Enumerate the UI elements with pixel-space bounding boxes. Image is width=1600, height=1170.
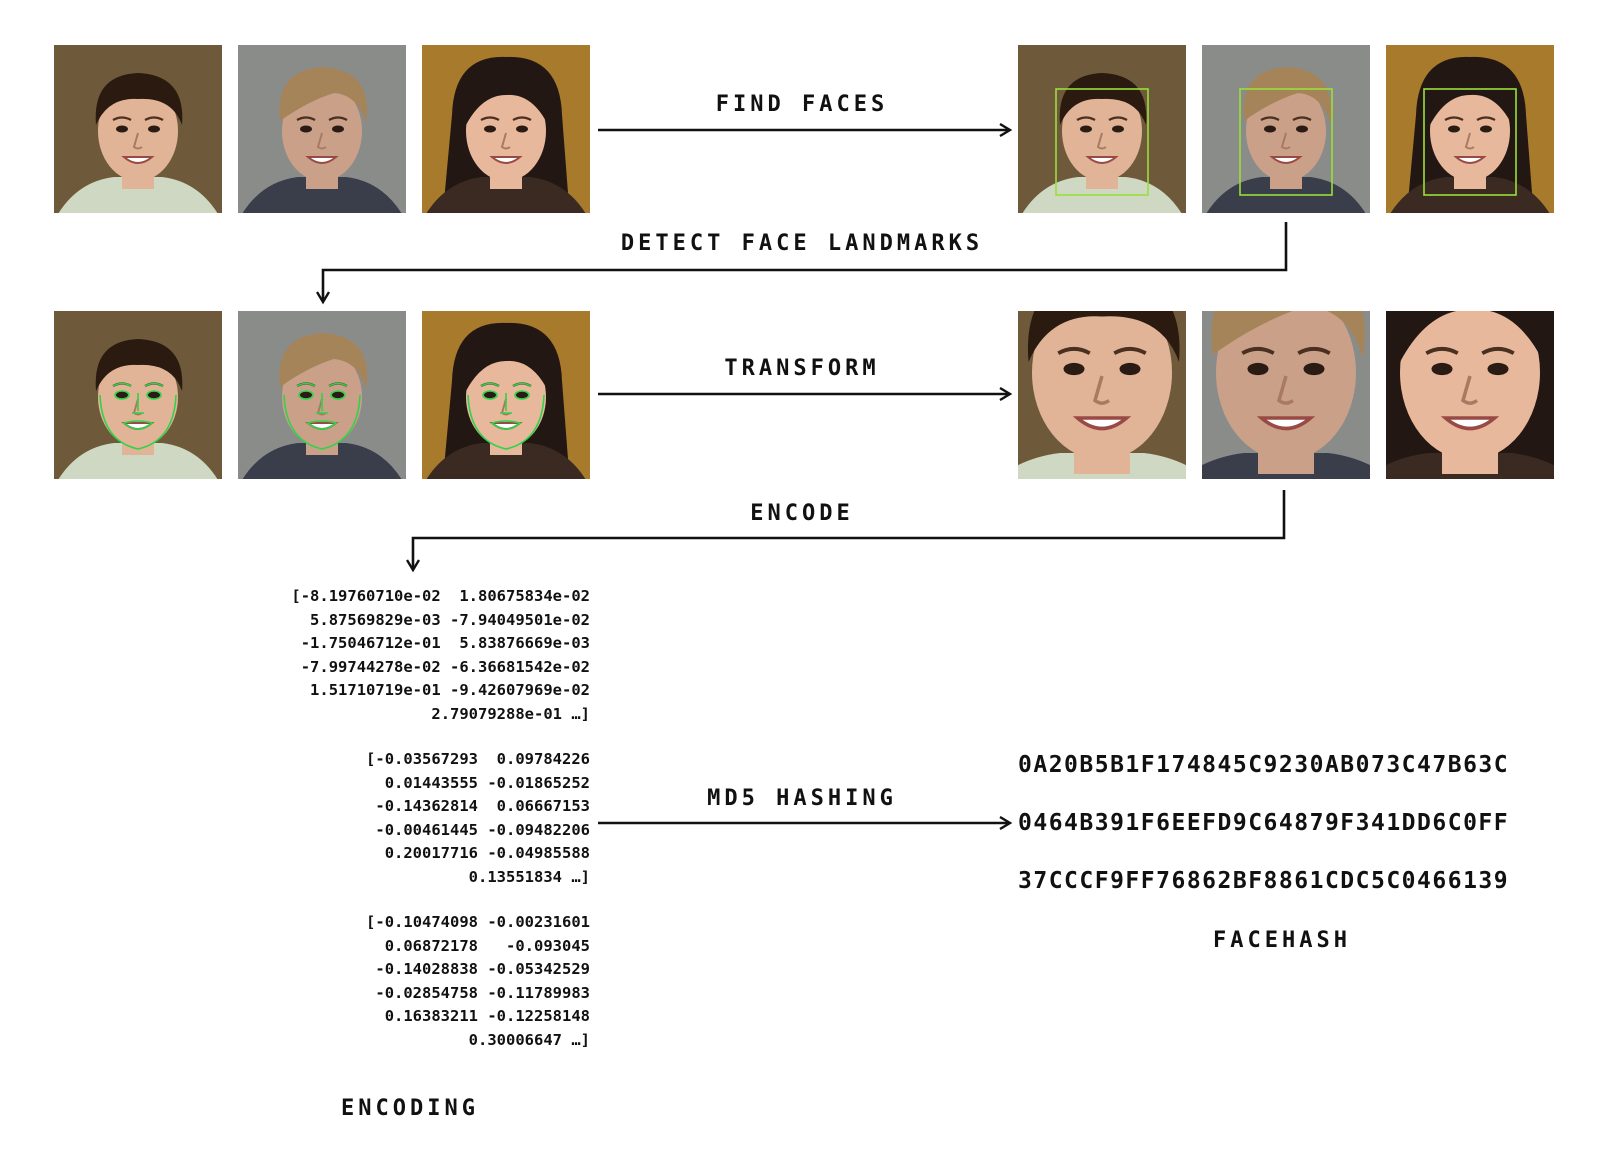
encoding-line: -0.14028838 -0.05342529 — [375, 960, 590, 978]
encoding-line: -0.02854758 -0.11789983 — [375, 983, 590, 1002]
landmarks-photo-woman — [422, 311, 590, 479]
man-face-photo — [238, 45, 406, 213]
stage-label-detect-landmarks: DETECT FACE LANDMARKS — [620, 231, 984, 256]
aligned-face-photo-child — [1018, 311, 1186, 479]
facehash-caption: FACEHASH — [1213, 928, 1351, 953]
woman-face-photo — [422, 45, 590, 213]
found-face-photo-child — [1018, 45, 1186, 213]
encoding-line: -0.00461445 -0.09482206 — [375, 820, 590, 839]
facehash-value-3: 37CCCF9FF76862BF8861CDC5C0466139 — [1018, 868, 1510, 894]
encoding-line: [-0.10474098 -0.00231601 — [366, 913, 590, 931]
aligned-face-photo-man — [1202, 311, 1370, 479]
encoding-line: 5.87569829e-03 -7.94049501e-02 — [310, 610, 590, 629]
facehash-value-1: 0A20B5B1F174845C9230AB073C47B63C — [1018, 752, 1510, 778]
encoding-line: 0.30006647 …] — [468, 1030, 590, 1049]
found-face-photo-man — [1202, 45, 1370, 213]
facehash-value-2: 0464B391F6EEFD9C64879F341DD6C0FF — [1018, 810, 1510, 836]
encoding-line: 0.13551834 …] — [468, 867, 590, 886]
child-face-photo — [1018, 45, 1186, 213]
encoding-line: -0.14362814 0.06667153 — [375, 797, 590, 815]
man-face-photo — [1202, 311, 1370, 479]
encoding-vector-1: [-8.19760710e-02 1.80675834e-02 5.875698… — [291, 585, 590, 726]
stage-label-transform: TRANSFORM — [724, 356, 880, 381]
encoding-line: 0.01443555 -0.01865252 — [384, 773, 590, 792]
landmarks-photo-man — [238, 311, 406, 479]
woman-face-photo — [1386, 311, 1554, 479]
encoding-line: -7.99744278e-02 -6.36681542e-02 — [300, 657, 590, 676]
encoding-line: [-0.03567293 0.09784226 — [366, 750, 590, 768]
encoding-line: 0.16383211 -0.12258148 — [384, 1007, 590, 1025]
child-face-photo — [54, 45, 222, 213]
stage-label-encode: ENCODE — [750, 501, 854, 526]
encoding-line: -1.75046712e-01 5.83876669e-03 — [300, 634, 590, 652]
man-face-photo — [1202, 45, 1370, 213]
woman-face-photo — [1386, 45, 1554, 213]
encoding-line: 0.20017716 -0.04985588 — [384, 844, 590, 862]
child-face-photo — [1018, 311, 1186, 479]
input-photo-man — [238, 45, 406, 213]
encoding-caption: ENCODING — [341, 1096, 479, 1121]
encoding-vector-3: [-0.10474098 -0.00231601 0.06872178 -0.0… — [366, 911, 590, 1052]
landmarks-photo-child — [54, 311, 222, 479]
input-photo-woman — [422, 45, 590, 213]
woman-face-photo — [422, 311, 590, 479]
input-photo-child — [54, 45, 222, 213]
aligned-face-photo-woman — [1386, 311, 1554, 479]
encoding-line: 0.06872178 -0.093045 — [384, 936, 590, 955]
encoding-line: [-8.19760710e-02 1.80675834e-02 — [291, 587, 590, 605]
stage-label-find-faces: FIND FACES — [715, 92, 889, 117]
encoding-line: 2.79079288e-01 …] — [431, 704, 590, 723]
stage-label-md5-hashing: MD5 HASHING — [707, 786, 897, 811]
found-face-photo-woman — [1386, 45, 1554, 213]
encoding-line: 1.51710719e-01 -9.42607969e-02 — [310, 681, 590, 699]
man-face-photo — [238, 311, 406, 479]
encoding-vector-2: [-0.03567293 0.09784226 0.01443555 -0.01… — [366, 748, 590, 889]
child-face-photo — [54, 311, 222, 479]
